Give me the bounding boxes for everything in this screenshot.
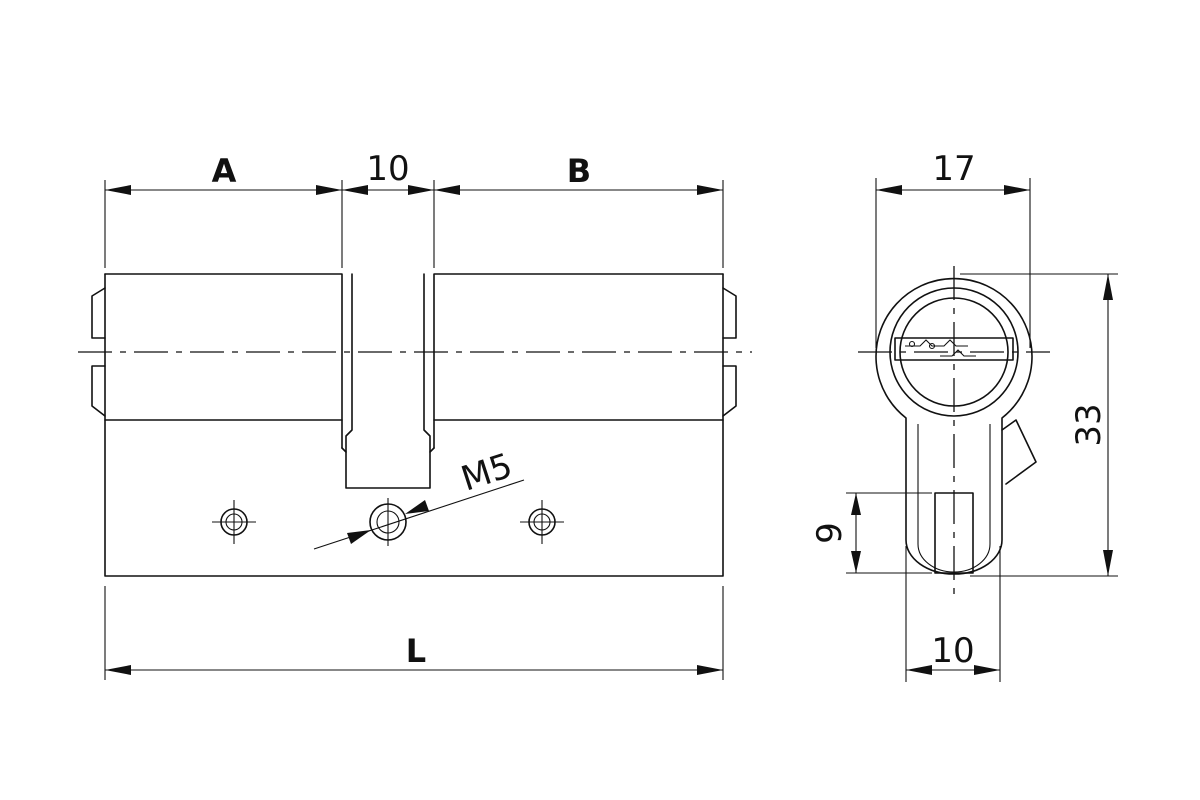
top-dimension-chain: A 10 B (104, 149, 724, 268)
length-dimension: L (104, 586, 724, 680)
right-end-cap (722, 287, 737, 417)
dimension-a-label: A (212, 152, 237, 190)
dimension-17-label: 17 (932, 149, 975, 189)
left-end-cap (91, 287, 106, 417)
dimension-bottom-10-label: 10 (931, 631, 974, 671)
dimension-cam-width-label: 10 (366, 149, 409, 189)
profile-width-dimension: 17 (875, 149, 1031, 348)
cylinder-body (104, 273, 724, 577)
end-view: 17 33 9 10 (810, 149, 1118, 682)
screw-hole-right (520, 500, 564, 544)
screw-hole-left (212, 500, 256, 544)
side-view: M5 A 10 B L (78, 149, 752, 680)
cam-lever (1001, 419, 1037, 485)
cam-tail-width-dimension: 10 (905, 546, 1001, 682)
cam-height-dimension: 9 (810, 492, 932, 574)
dimension-b-label: B (567, 152, 591, 190)
thread-label: M5 (456, 446, 517, 500)
dimension-9-label: 9 (810, 522, 850, 544)
dimension-33-label: 33 (1069, 403, 1109, 446)
screw-hole-center (369, 498, 407, 546)
height-dimension: 33 (960, 273, 1118, 577)
dimension-l-label: L (406, 632, 426, 670)
